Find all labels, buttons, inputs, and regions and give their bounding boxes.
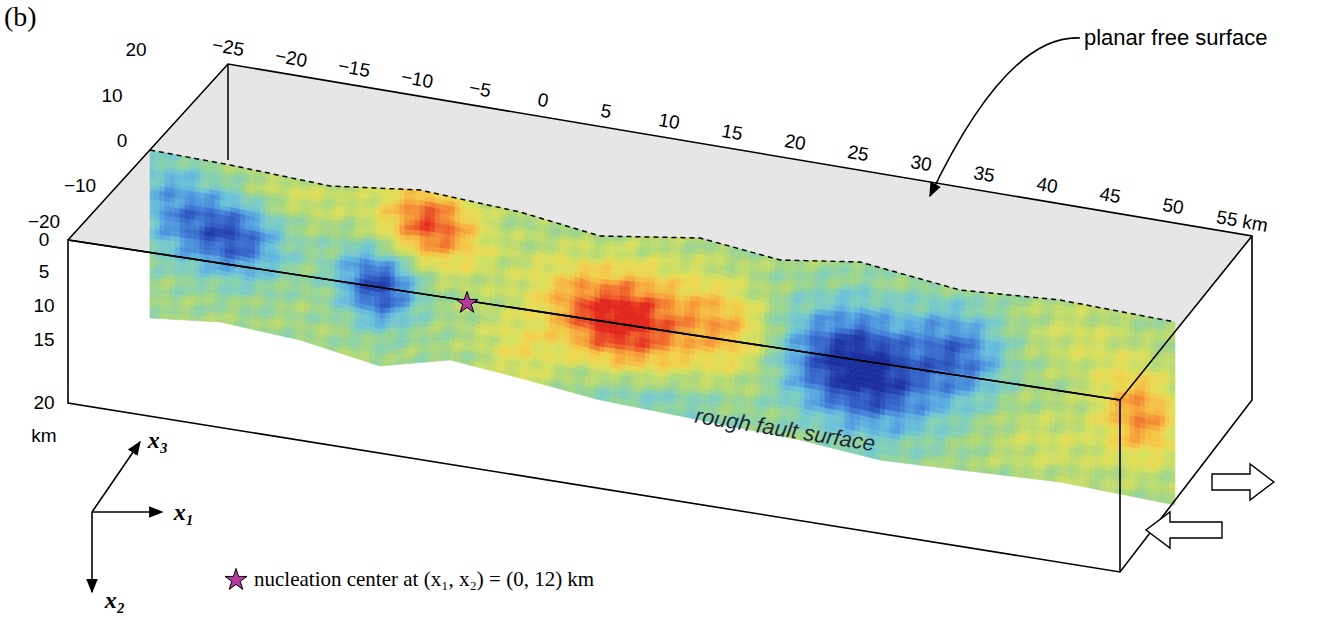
axis-name: x₃ <box>148 427 168 453</box>
depth-tick-label: 0 <box>39 230 50 251</box>
x1-tick-label: 25 <box>846 142 870 166</box>
x1-tick-label: −10 <box>399 67 434 93</box>
x1-tick-label: −20 <box>273 45 308 71</box>
legend-note: nucleation center at (x₁, x₂) = (0, 12) … <box>254 568 594 591</box>
x1-tick-label: 45 <box>1098 184 1122 208</box>
axis-name: x₂ <box>105 587 125 613</box>
panel-label: (b) <box>4 2 37 33</box>
x1-tick-label: 10 <box>657 110 681 134</box>
box-edges <box>68 64 1252 572</box>
x1-tick-label: −25 <box>210 35 245 61</box>
x1-tick-label: 0 <box>536 90 550 112</box>
nucleation-star <box>225 291 478 589</box>
x1-tick-label: 35 <box>972 163 996 187</box>
x3-tick-label: 10 <box>101 86 122 107</box>
x1-tick-label: 40 <box>1035 173 1059 197</box>
axis-name: x₁ <box>174 499 194 525</box>
x3-tick-label: −10 <box>64 176 96 197</box>
free-surface-face <box>68 64 1252 400</box>
x1-tick-label: 15 <box>720 121 744 145</box>
leader-arrow <box>930 38 1080 196</box>
x1-tick-label: −15 <box>336 56 371 82</box>
x1-tick-label: 20 <box>783 131 807 155</box>
depth-tick-label: 15 <box>33 330 54 351</box>
fault-trace <box>150 150 1175 322</box>
coordinate-axes <box>92 442 162 592</box>
depth-tick-label: 10 <box>33 296 54 317</box>
x1-tick-label: 30 <box>909 152 933 176</box>
stress-arrows <box>1146 464 1274 548</box>
x1-tick-label: 5 <box>599 100 613 122</box>
x3-tick-label: 20 <box>125 40 146 61</box>
depth-tick-label: 5 <box>39 262 50 283</box>
box-edge <box>68 240 1120 400</box>
x1-tick-label: −5 <box>468 78 493 102</box>
rough-fault-surface <box>150 150 1175 505</box>
depth-tick-label: 20 <box>33 393 54 414</box>
depth-tick-label: km <box>31 426 56 447</box>
x1-tick-label: 50 <box>1161 195 1185 219</box>
x3-tick-label: 0 <box>117 131 128 152</box>
surface-label: planar free surface <box>1084 26 1267 50</box>
box-edge <box>227 64 229 160</box>
